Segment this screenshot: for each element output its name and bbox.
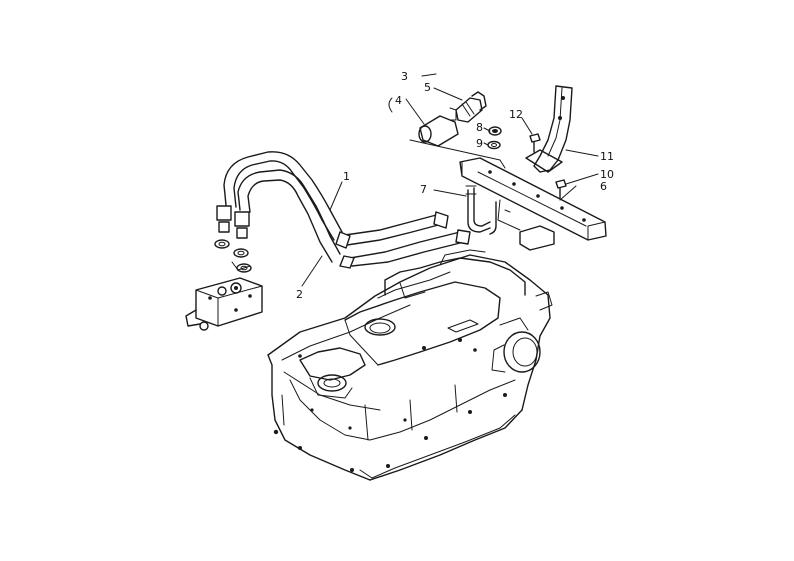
callout-11: 11 [600, 150, 614, 163]
mounting-bracket [459, 157, 607, 251]
callout-3: 3 [401, 70, 408, 83]
callout-7: 7 [420, 183, 427, 196]
callout-2: 2 [296, 288, 303, 301]
callout-8: 8 [476, 121, 483, 134]
callout-10: 10 [600, 168, 614, 181]
control-valve [185, 261, 263, 331]
washers-8-9 [487, 126, 502, 150]
callout-12: 12 [509, 108, 523, 121]
transmission-housing [267, 249, 553, 481]
callout-5: 5 [424, 81, 431, 94]
callout-6: 6 [600, 180, 607, 193]
u-bolt [465, 185, 497, 235]
callout-labels: 1 2 3 4 5 6 7 8 9 10 11 12 [296, 70, 614, 301]
hose-pair [216, 151, 471, 269]
callout-4: 4 [395, 94, 402, 107]
callout-9: 9 [476, 137, 483, 150]
support-arm [525, 85, 573, 173]
bolt-10 [555, 179, 567, 199]
quick-coupler [418, 91, 487, 147]
callout-1: 1 [343, 170, 350, 183]
bolt-12 [529, 133, 541, 153]
leader-lines [301, 73, 599, 287]
